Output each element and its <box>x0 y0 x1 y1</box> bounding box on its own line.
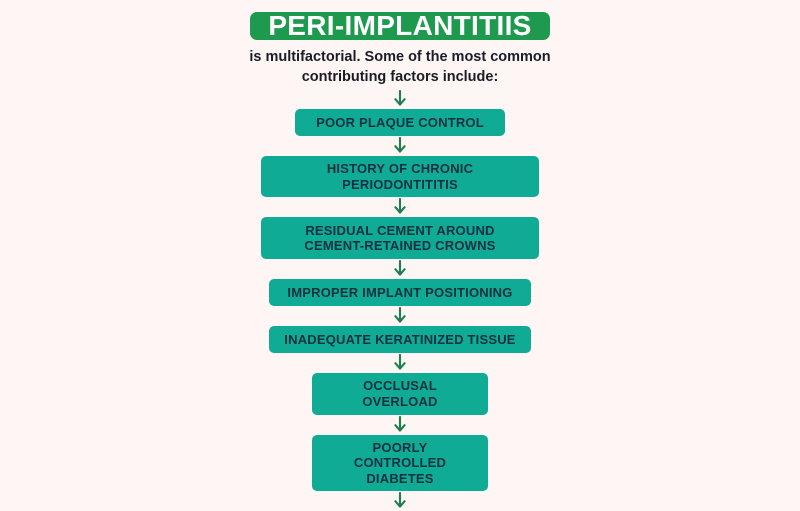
arrow-down-icon <box>391 137 409 155</box>
arrow-down-icon <box>391 260 409 278</box>
arrow-down-icon <box>391 307 409 325</box>
arrow-down-icon <box>391 415 409 434</box>
flow-box-label: INADEQUATE KERATINIZED TISSUE <box>284 332 516 348</box>
flow-box-poorly-controlled-diabetes[interactable]: POORLY CONTROLLED DIABETES <box>312 434 488 492</box>
page-title: PERI-IMPLANTITIIS <box>268 10 532 41</box>
flow-box-occlusal-overload[interactable]: OCCLUSAL OVERLOAD <box>312 373 488 415</box>
flow-box-improper-implant-positioning[interactable]: IMPROPER IMPLANT POSITIONING <box>269 279 531 307</box>
flow-box-label: OCCLUSAL OVERLOAD <box>362 378 438 409</box>
subtitle-text: is multifactorial. Some of the most comm… <box>249 49 551 85</box>
peri-implantitis-infographic: PERI-IMPLANTITIIS is multifactorial. Som… <box>249 11 551 508</box>
flow-box-label: HISTORY OF CHRONIC PERIODONTITITIS <box>326 161 474 192</box>
arrow-down-icon <box>391 90 409 108</box>
flow-box-history-chronic-periodontitis[interactable]: HISTORY OF CHRONIC PERIODONTITITIS <box>261 156 539 198</box>
flow-box-poor-plaque-control[interactable]: POOR PLAQUE CONTROL <box>295 109 505 137</box>
arrow-down-icon <box>391 198 409 216</box>
flow-box-label: IMPROPER IMPLANT POSITIONING <box>287 285 513 301</box>
flowchart: POOR PLAQUE CONTROL HISTORY OF CHRONIC P… <box>261 109 539 511</box>
flow-box-inadequate-keratinized-tissue[interactable]: INADEQUATE KERATINIZED TISSUE <box>269 326 531 354</box>
flow-box-residual-cement[interactable]: RESIDUAL CEMENT AROUND CEMENT-RETAINED C… <box>261 217 539 260</box>
arrow-down-icon <box>391 492 409 510</box>
flow-box-label: POOR PLAQUE CONTROL <box>316 114 484 130</box>
arrow-down-icon <box>391 354 409 372</box>
title-banner: PERI-IMPLANTITIIS <box>250 12 550 40</box>
flow-box-label: POORLY CONTROLLED DIABETES <box>353 439 447 486</box>
flow-box-label: RESIDUAL CEMENT AROUND CEMENT-RETAINED C… <box>304 222 496 254</box>
